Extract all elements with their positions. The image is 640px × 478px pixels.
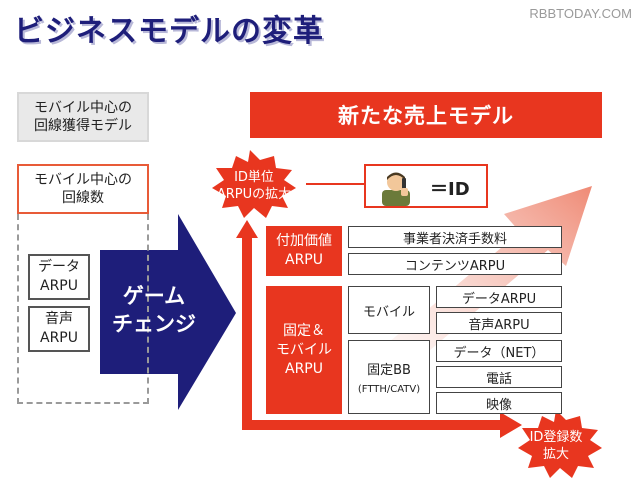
fixed-video-label: 映像 (485, 397, 512, 413)
data-arpu-label: データ ARPU (38, 259, 80, 294)
mobile-lines-container (17, 214, 149, 404)
mobile-label: モバイル (362, 304, 415, 320)
id-reg-label: ID登録数 拡大 (529, 430, 583, 462)
content-arpu-label: コンテンツARPU (404, 258, 506, 274)
fixed-phone-cell: 電話 (436, 366, 562, 388)
fixed-data-net-label: データ（NET） (453, 345, 545, 361)
game-change-text: ゲーム チェンジ (106, 278, 202, 342)
id-box: ＝ID (364, 164, 488, 208)
id-arpu-bubble-shape (212, 150, 296, 218)
data-arpu-box: データ ARPU (28, 254, 90, 300)
fixed-video-cell: 映像 (436, 392, 562, 414)
new-model-label: 新たな売上モデル (338, 104, 514, 128)
id-arpu-label: ID単位 ARPUの拡大 (216, 170, 292, 202)
mobile-cell: モバイル (348, 286, 430, 334)
id-arpu-bubble: ID単位 ARPUの拡大 (216, 166, 292, 206)
fixed-bb-label: 固定BB (367, 363, 411, 378)
value-added-label-box: 付加価値 ARPU (266, 226, 342, 276)
up-arrowhead (236, 220, 258, 238)
voice-arpu-box: 音声 ARPU (28, 306, 90, 352)
mobile-data-arpu-cell: データARPU (436, 286, 562, 308)
person-phone-icon (382, 172, 410, 206)
horizontal-arrow-shaft (242, 420, 504, 430)
watermark: RBBTODAY.COM (529, 6, 632, 21)
old-model-box: モバイル中心の 回線獲得モデル (17, 92, 149, 142)
id-reg-bubble-shape (518, 410, 602, 478)
fixed-phone-label: 電話 (485, 371, 512, 387)
id-reg-bubble: ID登録数 拡大 (524, 426, 588, 466)
value-added-label: 付加価値 ARPU (276, 233, 332, 268)
mobile-lines-box: モバイル中心の 回線数 (17, 164, 149, 214)
voice-arpu-label: 音声 ARPU (40, 311, 78, 346)
mobile-voice-arpu-cell: 音声ARPU (436, 312, 562, 334)
vertical-arrow-shaft (242, 234, 252, 430)
fixed-mobile-label-box: 固定＆ モバイル ARPU (266, 286, 342, 414)
settlement-fee-cell: 事業者決済手数料 (348, 226, 562, 248)
fixed-bb-sublabel: (FTTH/CATV) (357, 384, 421, 395)
game-change-arrow (100, 214, 236, 410)
mobile-lines-label: モバイル中心の 回線数 (34, 172, 132, 206)
fixed-mobile-label: 固定＆ モバイル ARPU (276, 322, 332, 377)
game-change-label: ゲーム チェンジ (112, 284, 196, 336)
fixed-bb-cell: 固定BB (FTTH/CATV) (348, 340, 430, 414)
new-model-header: 新たな売上モデル (250, 92, 602, 138)
right-arrowhead (500, 412, 522, 438)
fixed-data-net-cell: データ（NET） (436, 340, 562, 362)
old-model-label: モバイル中心の 回線獲得モデル (34, 100, 132, 134)
mobile-data-arpu-label: データARPU (461, 291, 537, 307)
page-title: ビジネスモデルの変革 (14, 14, 324, 49)
settlement-fee-label: 事業者決済手数料 (402, 231, 507, 247)
mobile-voice-arpu-label: 音声ARPU (468, 317, 530, 333)
content-arpu-cell: コンテンツARPU (348, 253, 562, 275)
id-label: ＝ID (430, 179, 470, 200)
